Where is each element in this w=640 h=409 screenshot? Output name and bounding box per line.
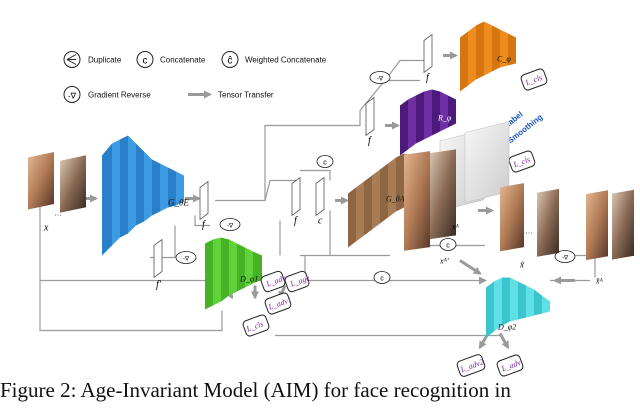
output-faces: … x̃ x̂ᴬ (500, 183, 634, 286)
feature-f: f (199, 180, 209, 231)
svg-text:f: f (294, 216, 298, 227)
attribute-net-label: R_φ (437, 114, 452, 123)
legend-concatenate: Concatenate (160, 56, 206, 65)
output-face-4 (612, 189, 634, 260)
discriminator-2-block: D_φ2 (486, 277, 550, 338)
duplicate-icon (63, 51, 81, 68)
concatenate-node: c (316, 155, 334, 168)
output-face-3 (586, 190, 608, 261)
figure-caption: Figure 2: Age-Invariant Model (AIM) for … (0, 378, 640, 409)
discriminator-1-label: D_φ1 (239, 275, 258, 284)
sketch-image-2 (464, 121, 510, 203)
label-f-prime: f′ (156, 280, 162, 291)
svg-text:c: c (143, 56, 148, 67)
gradient-reverse-icon: -∇ (63, 86, 81, 103)
svg-text:c: c (318, 216, 323, 227)
legend-tensor-transfer: Tensor Transfer (218, 91, 274, 100)
discriminator-2-label: D_φ2 (497, 323, 516, 332)
generator-label: G_θA (386, 195, 405, 204)
caption-figure-number: Figure 2: (0, 378, 77, 402)
svg-text:c: c (446, 243, 450, 250)
label-f: f (202, 220, 206, 231)
legend-duplicate: Duplicate (88, 56, 122, 65)
gradient-reverse-node-4: -∇ (554, 250, 576, 263)
svg-text:ĉ: ĉ (228, 56, 233, 67)
input-face-image-2 (60, 155, 86, 213)
discriminator-1-block: D_φ1 (205, 237, 262, 310)
svg-text:c: c (380, 276, 384, 283)
classifier-label: C_φ (497, 55, 511, 64)
svg-text:-∇: -∇ (68, 92, 77, 101)
input-faces: … x (28, 152, 86, 234)
gradient-reverse-node-3: -∇ (369, 71, 391, 84)
upper-features: f f (365, 33, 433, 147)
concatenate-node-2: c (373, 271, 391, 284)
generated-face-1 (404, 151, 430, 251)
svg-text:-∇: -∇ (377, 76, 384, 83)
svg-text:f: f (368, 136, 372, 147)
classifier-block: C_φ (460, 21, 516, 92)
label-x-hat-a: x̂ᴬ (595, 277, 604, 286)
svg-text:…: … (54, 209, 62, 218)
legend: Duplicate c Concatenate ĉ Weighted Conca… (63, 51, 327, 103)
weighted-concatenate-icon: ĉ (221, 51, 239, 68)
svg-text:…: … (525, 227, 533, 236)
generated-outputs: xᴬ xᴬ' (404, 121, 510, 266)
feature-f-prime: f′ (153, 238, 163, 291)
svg-text:-∇: -∇ (227, 223, 234, 230)
svg-text:f: f (426, 73, 430, 84)
concatenate-icon: c (136, 51, 154, 68)
gradient-reverse-node: -∇ (219, 218, 241, 231)
legend-gradient-reverse: Gradient Reverse (88, 91, 151, 100)
concatenate-node-3: c (439, 238, 457, 251)
encoder-label: G_θE (168, 198, 189, 208)
label-x: x (43, 223, 49, 234)
output-face-2 (537, 188, 559, 257)
label-x-tilde: x̃ (519, 260, 525, 270)
attribute-net-block: R_φ (400, 89, 456, 156)
gradient-reverse-node-2: -∇ (175, 251, 197, 264)
d2-losses: L_adv2 L_adv (456, 354, 524, 377)
op-nodes: -∇ -∇ -∇ -∇ c c c (175, 71, 576, 284)
encoder-block: G_θE (102, 135, 189, 256)
svg-text:c: c (323, 160, 327, 167)
label-x-ac: xᴬ' (439, 257, 449, 266)
middle-features: f c (291, 176, 325, 227)
input-face-image-1 (28, 152, 54, 210)
caption-text: Age-Invariant Model (AIM) for face recog… (80, 378, 511, 402)
generator-block: G_θA (348, 153, 412, 248)
generated-face-2 (430, 149, 456, 240)
legend-weighted-concatenate: Weighted Concatenate (245, 56, 327, 65)
label-x-a: xᴬ (451, 223, 460, 232)
svg-text:-∇: -∇ (183, 256, 190, 263)
output-face-1 (500, 183, 524, 252)
d1-losses: L_adv L_age L_adv1 L_cls (242, 270, 311, 337)
svg-text:-∇: -∇ (562, 255, 569, 262)
